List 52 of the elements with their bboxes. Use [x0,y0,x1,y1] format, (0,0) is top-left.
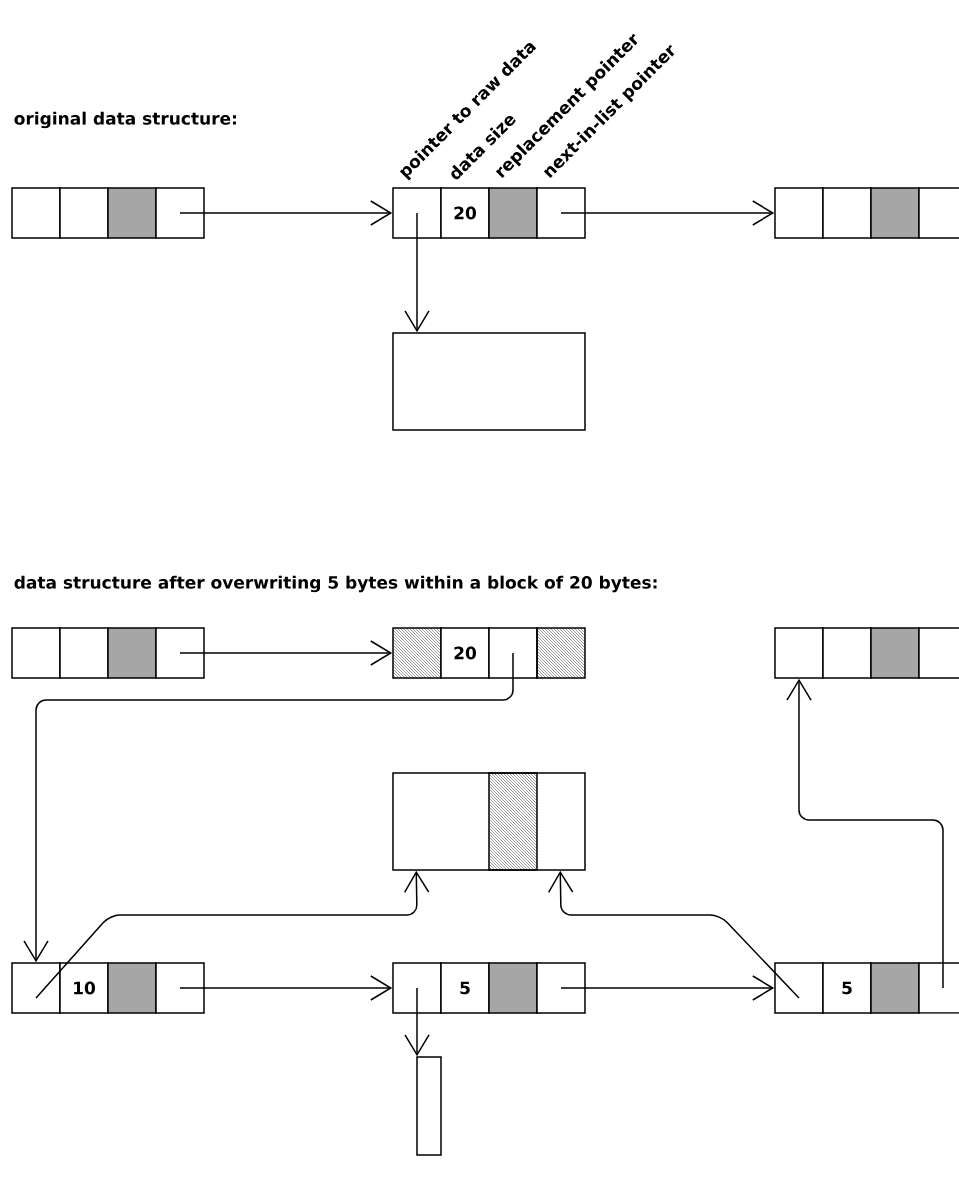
record-cell [536,187,586,239]
record-cell [918,962,959,1014]
data-block [392,772,586,871]
record-cell [11,627,61,679]
record-cell [155,962,205,1014]
shaded-cell [107,187,157,239]
record-cell [155,187,205,239]
record-cell [774,962,824,1014]
arrow [560,975,775,1001]
shaded-cell [107,962,157,1014]
section-heading: data structure after overwriting 5 bytes within a block of 20 bytes: [14,575,657,593]
record-cell [774,627,824,679]
arrow [179,975,393,1001]
arrow [560,200,775,226]
shaded-cell [107,627,157,679]
shaded-cell [870,187,920,239]
arrow [547,870,800,999]
arrow [404,987,430,1057]
record-cell [155,627,205,679]
record-cell: 5 [440,962,490,1014]
arrow [23,652,514,963]
record-cell [11,187,61,239]
shaded-cell [870,627,920,679]
record-cell [11,962,61,1014]
shaded-cell [488,187,538,239]
shaded-cell [488,962,538,1014]
record-cell: 20 [440,627,490,679]
record-cell: 20 [440,187,490,239]
section-heading: original data structure: [14,111,236,129]
arrow [786,678,944,989]
hatched-cell [536,627,586,679]
record-cell: 10 [59,962,109,1014]
record-cell [918,627,959,679]
arrow [179,640,393,666]
record-cell [918,187,959,239]
record-cell [392,187,442,239]
arrow [179,200,393,226]
shaded-cell [870,962,920,1014]
record-cell [822,627,872,679]
record-cell [536,962,586,1014]
arrow [35,870,430,999]
record-cell [59,187,109,239]
record-cell [488,627,538,679]
record-cell [392,962,442,1014]
hatched-cell [392,627,442,679]
record-cell [822,187,872,239]
record-cell [774,187,824,239]
data-block [392,332,586,431]
record-cell: 5 [822,962,872,1014]
data-block [416,1056,442,1156]
arrow [404,212,430,333]
record-cell [59,627,109,679]
